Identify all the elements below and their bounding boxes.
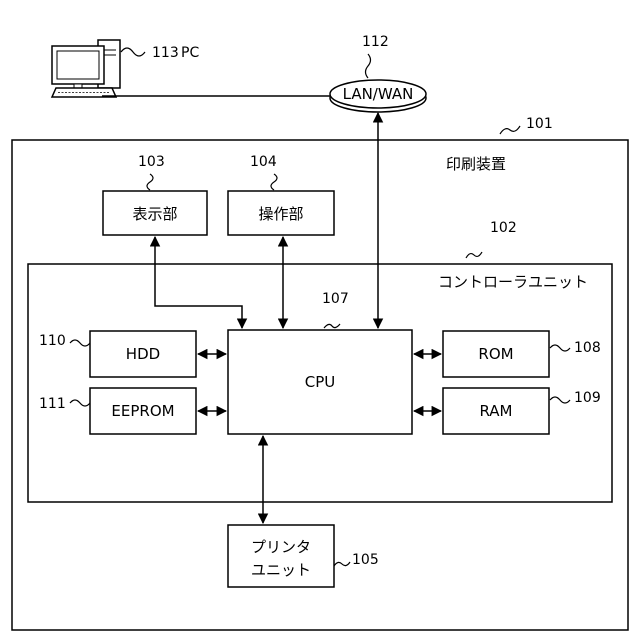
hdd-label: HDD bbox=[126, 345, 160, 363]
eeprom-leader bbox=[70, 400, 90, 406]
rom-label: ROM bbox=[478, 345, 513, 363]
network-ref: 112 bbox=[362, 34, 389, 50]
rom-leader bbox=[550, 345, 570, 351]
operation-unit-ref: 104 bbox=[250, 154, 277, 170]
display-unit-label: 表示部 bbox=[132, 205, 177, 223]
cpu-ref: 107 bbox=[322, 291, 349, 307]
hdd-leader bbox=[70, 340, 90, 346]
network-label: LAN/WAN bbox=[343, 85, 414, 103]
pc-label: PC bbox=[181, 45, 199, 61]
eeprom-ref: 111 bbox=[39, 396, 66, 412]
display-cpu-arrow bbox=[155, 237, 242, 328]
printer-unit-label-line2: ユニット bbox=[251, 561, 311, 579]
hdd-ref: 110 bbox=[39, 333, 66, 349]
pc-ref: 113 bbox=[152, 45, 179, 61]
printer-unit-ref: 105 bbox=[352, 552, 379, 568]
operation-unit-leader bbox=[271, 174, 277, 190]
ram-leader bbox=[550, 397, 570, 403]
pc-computer-icon bbox=[52, 40, 120, 97]
cpu-leader bbox=[324, 324, 340, 328]
device-label: 印刷装置 bbox=[446, 155, 506, 173]
printer-unit-leader bbox=[334, 562, 350, 566]
network-leader bbox=[366, 54, 371, 78]
controller-ref: 102 bbox=[490, 220, 517, 236]
controller-leader bbox=[466, 252, 482, 258]
ram-ref: 109 bbox=[574, 390, 601, 406]
rom-ref: 108 bbox=[574, 340, 601, 356]
operation-unit-label: 操作部 bbox=[258, 205, 303, 223]
network-node: LAN/WAN bbox=[330, 80, 426, 112]
pc-leader bbox=[121, 48, 145, 56]
display-unit-ref: 103 bbox=[138, 154, 165, 170]
display-unit-leader bbox=[147, 174, 153, 190]
ram-label: RAM bbox=[479, 402, 512, 420]
cpu-label: CPU bbox=[305, 373, 336, 391]
device-ref: 101 bbox=[526, 116, 553, 132]
device-leader bbox=[500, 126, 520, 134]
controller-label: コントローラユニット bbox=[438, 273, 588, 291]
printer-unit-label-line1: プリンタ bbox=[251, 538, 311, 556]
eeprom-label: EEPROM bbox=[111, 402, 174, 420]
